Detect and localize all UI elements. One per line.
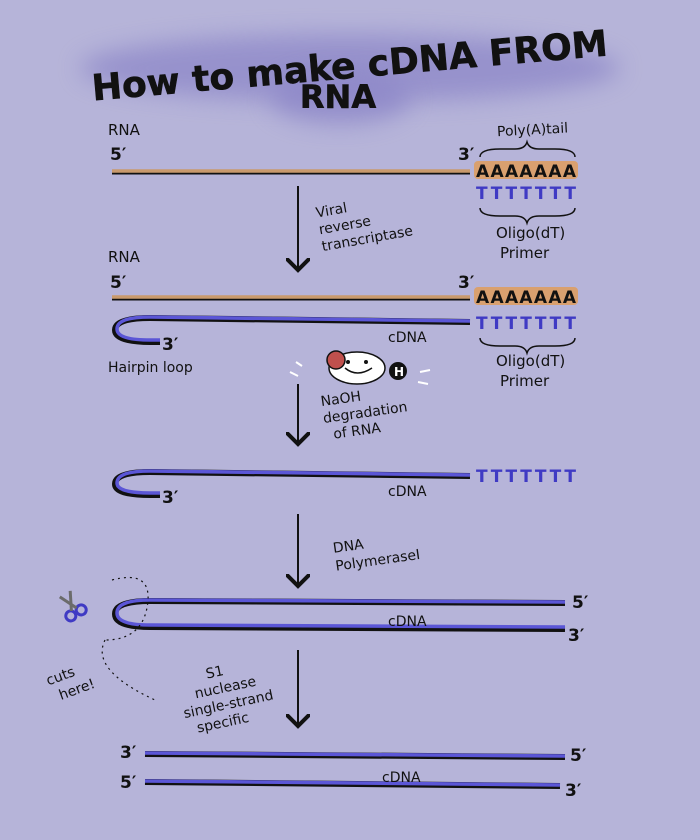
rna-3prime-1: 3′ — [458, 145, 475, 165]
hairpin-loop-label: Hairpin loop — [108, 360, 193, 376]
stage-hybrid: RNA 5′ 3′ AAAAAAA TTTTTTT 3′ cDNA Hairpi… — [108, 248, 578, 390]
step-4-label: S1 nuclease single-strand specific — [182, 663, 275, 736]
step-3-label: DNA PolymeraseI — [332, 537, 421, 575]
final-strand-top-color — [144, 751, 566, 758]
step-4-line-1: S1 — [204, 663, 225, 682]
oligo-dt-label-2: Oligo(dT) — [496, 352, 565, 370]
title-glow — [80, 34, 620, 102]
final-3prime-bottom: 3′ — [565, 781, 582, 801]
scissors-icon — [58, 590, 88, 623]
stage-final-cdna: 3′ 5′ 5′ 3′ cDNA — [120, 743, 587, 801]
step-2-line-3: of RNA — [332, 420, 382, 443]
poly-a-tail-label: Poly(A)tail — [497, 120, 569, 140]
title-group: How to make cDNA FROM RNA — [80, 23, 620, 124]
oligo-brace-1 — [479, 207, 576, 226]
title-line-2: RNA — [300, 78, 376, 116]
hairpin-3prime: 3′ — [162, 335, 179, 355]
final-strand-bottom-color — [144, 779, 561, 787]
poly-t-seq-2: TTTTTTT — [476, 314, 576, 334]
stage-cdna: 3′ cDNA TTTTTTT — [111, 467, 576, 508]
step-2-line-1: NaOH — [320, 389, 362, 410]
primer-label-2: Primer — [500, 372, 550, 390]
step-2-label: NaOH degradation of RNA — [320, 389, 409, 443]
oligo-dt-label-1: Oligo(dT) — [496, 224, 565, 242]
step-1-line-1: Viral — [315, 200, 349, 221]
rna-label-2: RNA — [108, 248, 141, 266]
rna-5prime-1: 5′ — [110, 145, 127, 165]
poly-a-block-1 — [474, 161, 578, 179]
stage-hairpin-duplex: 5′ 3′ cDNA — [101, 576, 589, 701]
hydroxide-mascot-icon: H — [289, 350, 431, 385]
poly-a-seq-1: AAAAAAA — [476, 162, 577, 182]
poly-a-brace — [479, 139, 576, 158]
duplex-3prime: 3′ — [568, 626, 585, 646]
rna-5prime-2: 5′ — [110, 273, 127, 293]
poly-t-seq-1: TTTTTTT — [476, 184, 576, 204]
poly-t-seq-3: TTTTTTT — [476, 467, 576, 487]
cuts-here-label: cuts here! — [44, 664, 97, 704]
stage-rna: RNA 5′ 3′ Poly(A)tail AAAAAAA TTTTTTT Ol… — [108, 120, 578, 262]
poly-a-seq-2: AAAAAAA — [476, 288, 577, 308]
step-3-line-1: DNA — [332, 537, 365, 557]
duplex-5prime: 5′ — [572, 593, 589, 613]
rna-3prime-2: 3′ — [458, 273, 475, 293]
cdna-label-4: cDNA — [382, 770, 421, 786]
cdna-hairpin-strand-1-color — [115, 315, 471, 342]
cdna-label-3: cDNA — [388, 614, 427, 630]
rna-label-1: RNA — [108, 121, 141, 139]
primer-label-1: Primer — [500, 244, 550, 262]
final-5prime-top: 5′ — [570, 746, 587, 766]
poly-a-block-2 — [474, 287, 578, 305]
oligo-brace-2 — [479, 337, 576, 356]
cdna-label-1: cDNA — [388, 330, 427, 346]
step-1-label: Viral reverse transcriptase — [315, 200, 414, 255]
cut-site-dotted-arc — [101, 576, 156, 701]
cdna-3prime-3: 3′ — [162, 488, 179, 508]
final-3prime-top: 3′ — [120, 743, 137, 763]
mascot-badge: H — [394, 365, 404, 379]
duplex-hairpin-strand-color — [115, 598, 566, 629]
cdna-hairpin-strand-2-color — [115, 469, 471, 495]
title-glow-2 — [270, 72, 410, 124]
final-5prime-bottom: 5′ — [120, 773, 137, 793]
cdna-label-2: cDNA — [388, 484, 427, 500]
